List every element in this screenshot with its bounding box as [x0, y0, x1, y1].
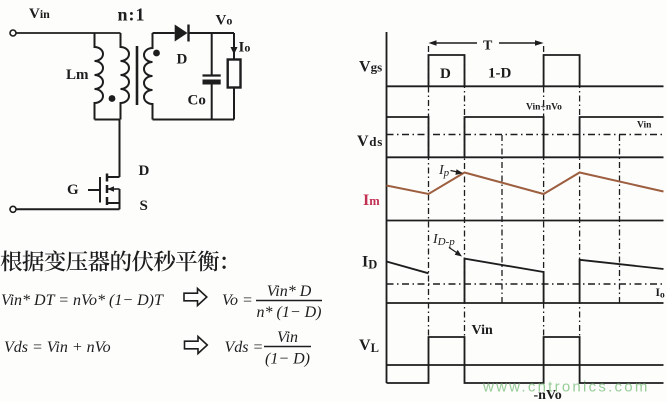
svg-text:Vin: Vin: [29, 6, 50, 22]
svg-text:T: T: [483, 39, 493, 54]
svg-text:Vin: Vin: [637, 121, 652, 131]
svg-text:Vin* D: Vin* D: [267, 283, 312, 300]
svg-text:S: S: [140, 198, 148, 214]
svg-text:Vds =: Vds =: [225, 339, 264, 356]
svg-text:(1− D): (1− D): [265, 351, 310, 368]
svg-text:Io: Io: [239, 40, 251, 56]
svg-text:Vin: Vin: [472, 323, 493, 338]
svg-text:n* (1− D): n* (1− D): [256, 304, 321, 321]
svg-text:1-D: 1-D: [488, 66, 511, 82]
svg-text:Vo =: Vo =: [222, 292, 253, 309]
svg-text:D: D: [440, 66, 451, 82]
svg-text:Vin* DT = nVo* (1− D)T: Vin* DT = nVo* (1− D)T: [1, 292, 164, 309]
svg-text:Vo: Vo: [216, 13, 233, 29]
svg-text:www.cntronics.com: www.cntronics.com: [482, 379, 650, 396]
svg-text:-nVo: -nVo: [534, 388, 562, 402]
svg-text:Vin+nVo: Vin+nVo: [526, 103, 562, 113]
svg-text:D: D: [177, 52, 188, 68]
svg-text:Ip: Ip: [438, 163, 450, 179]
svg-text:D: D: [139, 163, 150, 179]
svg-text:VL: VL: [359, 337, 379, 355]
svg-text:Vds: Vds: [357, 133, 383, 150]
svg-text:Co: Co: [188, 93, 206, 109]
svg-text:Vgs: Vgs: [359, 59, 382, 76]
svg-text:ID-p: ID-p: [432, 232, 455, 248]
svg-text:Vds = Vin + nVo: Vds = Vin + nVo: [4, 339, 111, 356]
svg-text:ID: ID: [362, 254, 377, 272]
svg-text:G: G: [67, 182, 79, 198]
svg-text:n:1: n:1: [118, 5, 146, 25]
svg-text:Im: Im: [363, 192, 380, 209]
svg-text:Vin: Vin: [277, 329, 298, 346]
svg-text:Lm: Lm: [66, 67, 89, 83]
svg-text:Io: Io: [656, 287, 665, 301]
